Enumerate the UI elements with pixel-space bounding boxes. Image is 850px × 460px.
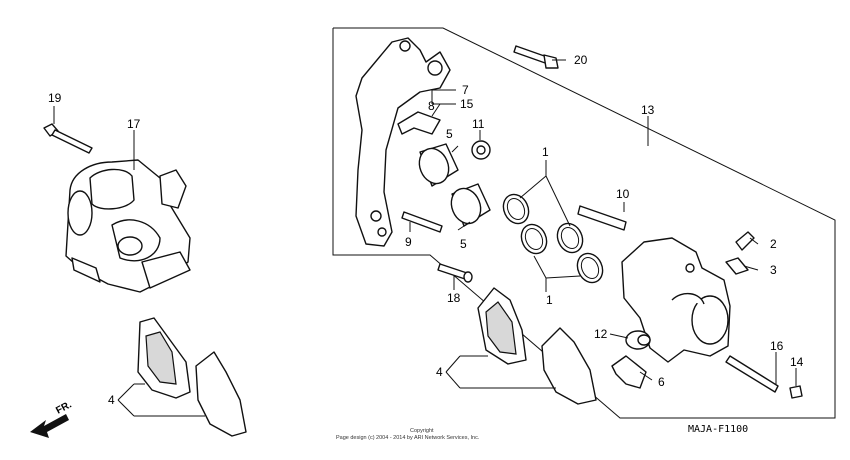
callout-1-upper[interactable]: 1	[542, 145, 549, 159]
copyright-line-2: Page design (c) 2004 - 2014 by ARI Netwo…	[336, 435, 480, 441]
boot-11-drawing	[471, 140, 491, 160]
seals-1-drawing	[502, 193, 604, 284]
callout-20[interactable]: 20	[574, 53, 588, 67]
callout-14[interactable]: 14	[790, 355, 804, 369]
callout-17[interactable]: 17	[127, 117, 141, 131]
callout-3[interactable]: 3	[770, 263, 777, 277]
plug-14-drawing	[789, 385, 803, 399]
bolt-20-drawing	[513, 45, 559, 69]
clip-8-drawing	[397, 111, 441, 135]
front-direction-label: FR.	[54, 399, 74, 416]
pads-left-drawing	[137, 317, 247, 437]
callout-1-lower[interactable]: 1	[546, 293, 553, 307]
callout-5-upper[interactable]: 5	[446, 127, 453, 141]
bolt-19-drawing	[43, 123, 93, 154]
callout-15[interactable]: 15	[460, 97, 474, 111]
callout-11[interactable]: 11	[472, 117, 485, 131]
callout-10[interactable]: 10	[616, 187, 630, 201]
callout-4-left[interactable]: 4	[108, 393, 115, 407]
callout-4-right[interactable]: 4	[436, 365, 443, 379]
piston-5-upper-drawing	[418, 143, 459, 187]
callout-8[interactable]: 8	[428, 99, 435, 113]
callout-13[interactable]: 13	[641, 103, 655, 117]
callout-2[interactable]: 2	[770, 237, 777, 251]
callout-7[interactable]: 7	[462, 83, 469, 97]
pin-16-drawing	[725, 355, 779, 393]
callout-19[interactable]: 19	[48, 91, 62, 105]
front-direction-arrow	[30, 414, 69, 438]
cap-3-drawing	[725, 257, 749, 275]
bolt-18-drawing	[437, 263, 473, 283]
callout-6[interactable]: 6	[658, 375, 665, 389]
leader-lines	[53, 59, 797, 417]
callout-18[interactable]: 18	[447, 291, 461, 305]
caliper-assembly-drawing	[65, 159, 191, 293]
piston-5-lower-drawing	[450, 183, 491, 227]
caliper-body-13-drawing	[621, 237, 731, 363]
callout-5-lower[interactable]: 5	[460, 237, 467, 251]
pads-right-drawing	[477, 287, 597, 405]
callout-12[interactable]: 12	[594, 327, 608, 341]
bleeder-2-drawing	[735, 231, 755, 251]
diagram-code: MAJA-F1100	[688, 424, 748, 435]
pin-9-drawing	[401, 211, 443, 233]
pin-10-drawing	[577, 205, 627, 231]
spring-6-drawing	[611, 355, 647, 389]
callout-9[interactable]: 9	[405, 235, 412, 249]
callout-16[interactable]: 16	[770, 339, 784, 353]
copyright-line-1: Copyright	[410, 428, 434, 434]
boot-12-drawing	[625, 330, 651, 350]
caliper-bracket-drawing	[355, 37, 451, 247]
assembly-outline	[332, 27, 836, 419]
